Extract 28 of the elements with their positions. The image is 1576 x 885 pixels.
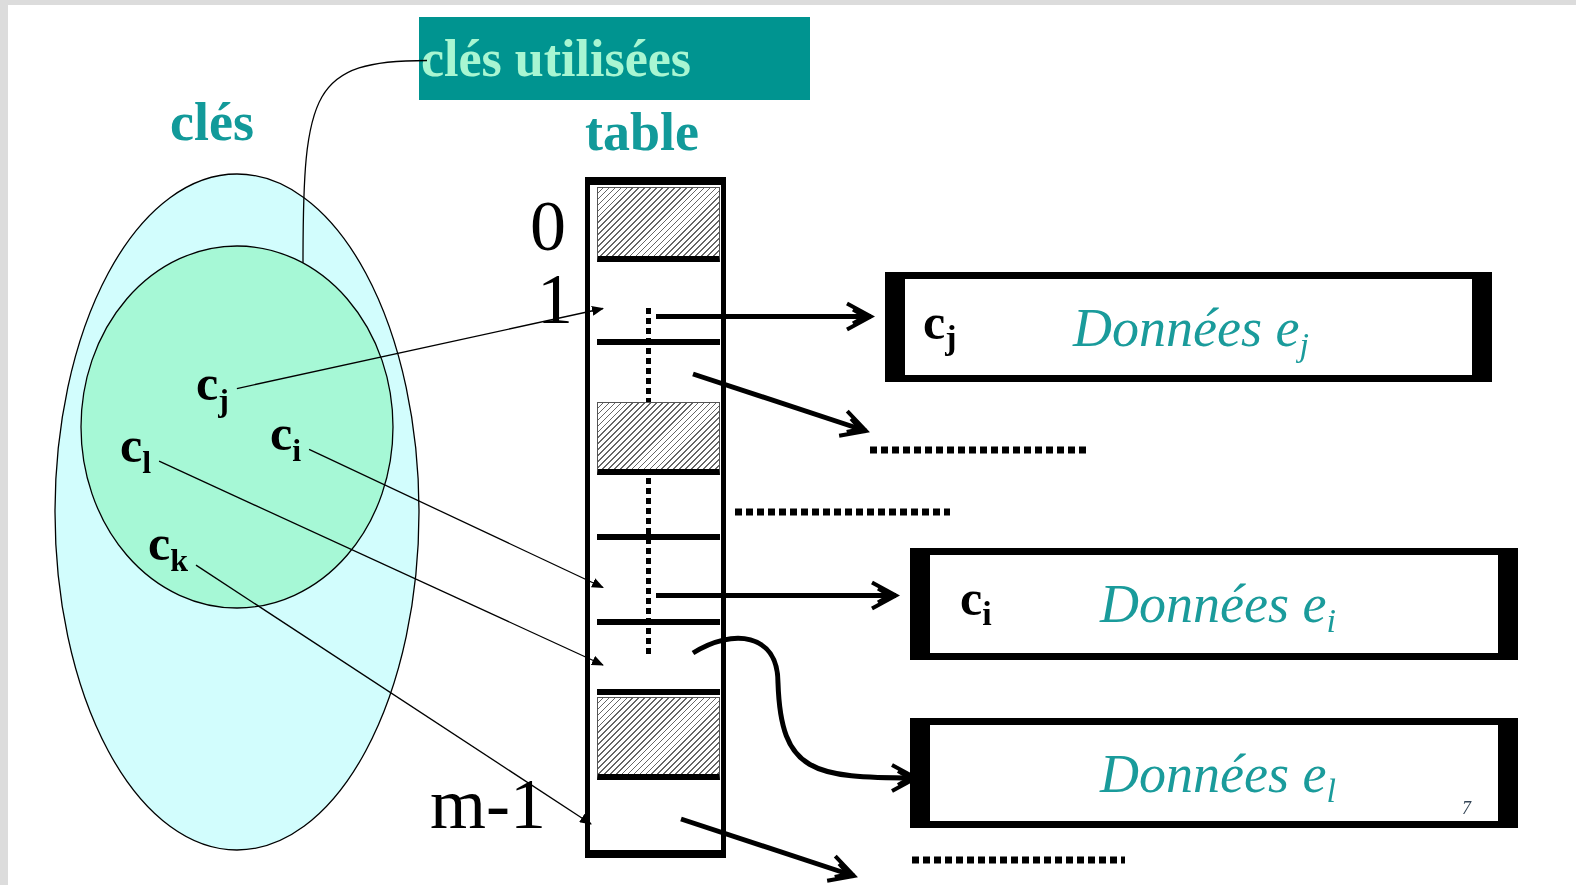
key-label: c$_{l}$ bbox=[120, 420, 152, 479]
arrow bbox=[195, 564, 592, 825]
hatched-slot bbox=[597, 697, 720, 780]
index-label: m-1 bbox=[430, 768, 546, 840]
heading: table bbox=[585, 105, 699, 159]
key-label: c$_{i}$ bbox=[270, 408, 302, 467]
hatched-slot bbox=[597, 403, 720, 475]
arrow bbox=[236, 305, 604, 390]
heading: clés bbox=[170, 95, 254, 149]
data-text: Données e$_{l}$ bbox=[1100, 747, 1336, 809]
arrow bbox=[308, 448, 604, 589]
page-number: 7 bbox=[1462, 798, 1471, 819]
leader-line bbox=[302, 59, 428, 264]
index-label: 1 bbox=[537, 263, 573, 335]
circle-shape bbox=[80, 245, 394, 609]
record-box bbox=[910, 718, 1518, 828]
key-label: c$_{j}$ bbox=[923, 297, 957, 356]
record-box bbox=[910, 548, 1518, 660]
data-text: Données e$_{j}$ bbox=[1073, 301, 1309, 363]
hatched-slot bbox=[597, 187, 720, 262]
data-text: Données e$_{i}$ bbox=[1100, 577, 1336, 639]
key-label: c$_{i}$ bbox=[960, 573, 992, 632]
key-label: c$_{j}$ bbox=[196, 358, 229, 417]
index-label: 0 bbox=[530, 190, 566, 262]
key-label: c$_{k}$ bbox=[148, 518, 188, 577]
record-box bbox=[885, 272, 1492, 382]
arrow bbox=[158, 460, 604, 666]
label-box: clés utilisées bbox=[419, 17, 810, 100]
